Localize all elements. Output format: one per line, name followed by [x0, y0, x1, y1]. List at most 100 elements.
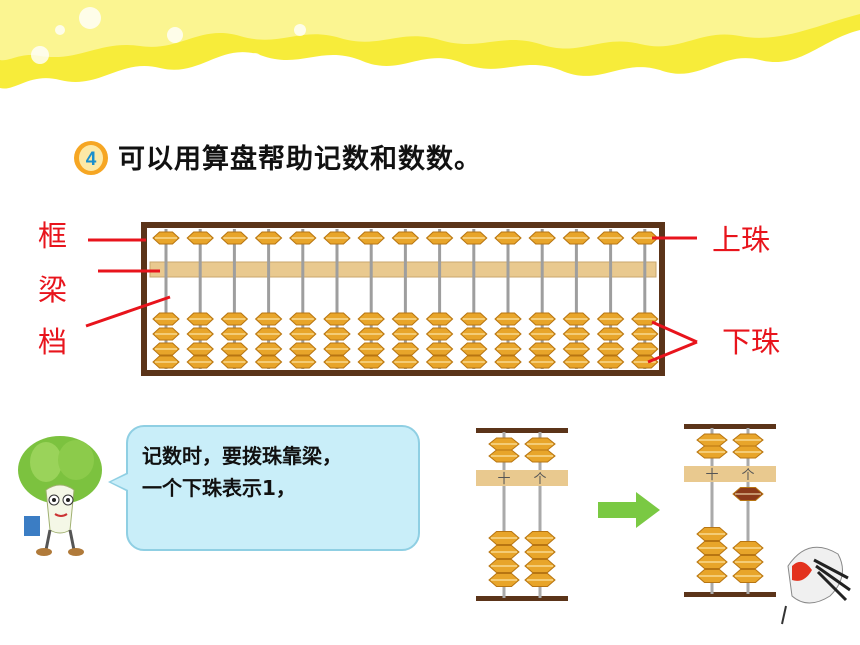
- bead: [289, 355, 317, 369]
- bead: [494, 327, 522, 341]
- bead: [220, 312, 249, 326]
- bead: [528, 327, 556, 341]
- label-upper-bead: 上珠: [712, 223, 771, 257]
- bead: [186, 312, 214, 326]
- bead: [528, 342, 556, 356]
- bead: [488, 559, 520, 573]
- bead: [562, 355, 591, 369]
- bead: [425, 342, 454, 356]
- abacus-beam: [149, 261, 657, 278]
- bead: [152, 355, 180, 369]
- small-beam: [476, 470, 568, 486]
- small-frame-top: [684, 424, 776, 429]
- bead: [596, 231, 625, 245]
- small-beam: [684, 466, 776, 482]
- bead: [696, 433, 728, 447]
- label-beam: 梁: [38, 273, 68, 307]
- bead: [186, 355, 214, 369]
- bead: [152, 342, 180, 356]
- bead: [323, 231, 351, 245]
- bead: [488, 573, 520, 587]
- label-frame: 框: [38, 219, 68, 253]
- bead: [732, 555, 764, 569]
- small-frame-top: [476, 428, 568, 433]
- speech-line-1: 记数时，要拨珠靠梁，: [142, 444, 342, 468]
- bead: [528, 231, 556, 245]
- bead: [631, 355, 659, 369]
- decorative-bird-icon: [781, 546, 851, 625]
- bead: [323, 342, 351, 356]
- bead: [524, 559, 556, 573]
- bead: [323, 327, 351, 341]
- bead: [391, 327, 420, 341]
- bead: [696, 445, 728, 459]
- bead: [696, 555, 728, 569]
- bead: [186, 231, 214, 245]
- bead: [494, 355, 522, 369]
- cabbage-mascot-icon: [18, 436, 102, 556]
- bead: [289, 312, 317, 326]
- bead: [460, 231, 488, 245]
- bead: [391, 231, 420, 245]
- bead: [289, 327, 317, 341]
- bead: [460, 327, 488, 341]
- bead: [425, 355, 454, 369]
- bead: [357, 342, 385, 356]
- bead: [460, 355, 488, 369]
- bead: [254, 312, 283, 326]
- bead: [425, 231, 454, 245]
- bead: [254, 231, 283, 245]
- speech-text: 记数时，要拨珠靠梁， 一个下珠表示1，: [142, 440, 412, 504]
- bead: [488, 449, 520, 463]
- question-text: 可以用算盘帮助记数和数数。: [118, 144, 482, 175]
- bead: [596, 355, 625, 369]
- bead: [562, 327, 591, 341]
- ones-label: 个: [741, 467, 754, 482]
- speech-bubble: [126, 425, 420, 551]
- bead: [357, 327, 385, 341]
- bead: [220, 327, 249, 341]
- bead: [289, 231, 317, 245]
- label-lower-bead: 下珠: [722, 325, 781, 359]
- bead: [460, 312, 488, 326]
- bead: [488, 531, 520, 545]
- bead: [425, 327, 454, 341]
- bead: [494, 231, 522, 245]
- bead: [732, 569, 764, 583]
- bead: [254, 342, 283, 356]
- bead: [220, 231, 249, 245]
- bead: [254, 327, 283, 341]
- bead: [696, 541, 728, 555]
- small-abacus-before: 十个: [476, 428, 568, 601]
- bead: [460, 342, 488, 356]
- bead: [488, 545, 520, 559]
- question-number: 4: [86, 149, 97, 170]
- bead: [562, 342, 591, 356]
- tens-label: 十: [705, 467, 718, 482]
- bead: [494, 342, 522, 356]
- bead: [323, 355, 351, 369]
- small-frame-bottom: [476, 596, 568, 601]
- bead: [631, 342, 659, 356]
- right-arrow-icon: [598, 492, 660, 528]
- bead: [391, 312, 420, 326]
- bead: [524, 437, 556, 451]
- bead: [357, 312, 385, 326]
- bead: [425, 312, 454, 326]
- label-rod: 档: [38, 325, 68, 359]
- bead: [732, 541, 764, 555]
- bead: [732, 445, 764, 459]
- bead: [357, 355, 385, 369]
- bead: [631, 312, 659, 326]
- bead: [631, 327, 659, 341]
- bead: [732, 487, 764, 501]
- ones-label: 个: [533, 471, 546, 486]
- question-number-badge: 4: [74, 141, 108, 175]
- small-frame-bottom: [684, 592, 776, 597]
- bead: [323, 312, 351, 326]
- bead: [152, 231, 180, 245]
- bead: [391, 342, 420, 356]
- bead: [289, 342, 317, 356]
- bead: [596, 342, 625, 356]
- bead: [186, 342, 214, 356]
